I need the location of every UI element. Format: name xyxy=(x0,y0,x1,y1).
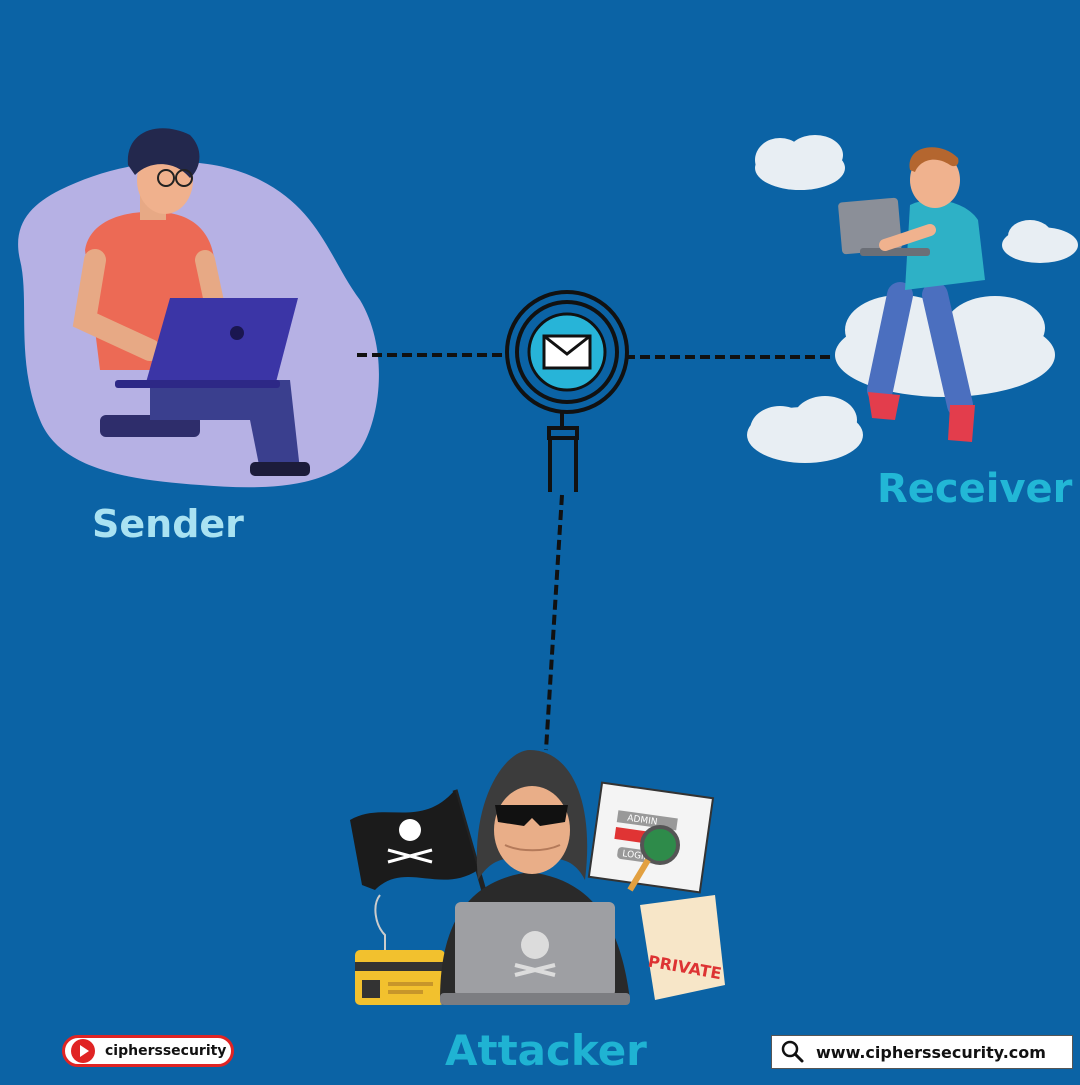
channel-badge[interactable]: cipherssecurity xyxy=(62,1035,234,1067)
attacker-illustration: ADMIN LOGIN PRIVATE xyxy=(350,750,725,1005)
receiver-illustration xyxy=(747,135,1078,463)
connection-lines xyxy=(357,353,835,751)
attacker-link xyxy=(544,494,564,751)
search-icon xyxy=(781,1040,804,1063)
channel-name: cipherssecurity xyxy=(105,1043,227,1059)
website-url: www.cipherssecurity.com xyxy=(816,1042,1046,1062)
sender-label: Sender xyxy=(92,502,244,546)
pirate-flag-icon xyxy=(350,789,491,906)
attacker-label: Attacker xyxy=(445,1026,647,1075)
intercept-magnifier-icon xyxy=(505,290,629,492)
private-document-icon: PRIVATE xyxy=(640,895,725,1000)
play-icon xyxy=(71,1039,95,1063)
login-window-icon: ADMIN LOGIN xyxy=(587,781,715,894)
admin-tag: ADMIN xyxy=(627,814,658,828)
sender-illustration xyxy=(18,128,379,488)
receiver-label: Receiver xyxy=(877,466,1073,512)
credit-card-icon xyxy=(355,950,445,1005)
website-search-bar[interactable]: www.cipherssecurity.com xyxy=(771,1035,1073,1069)
